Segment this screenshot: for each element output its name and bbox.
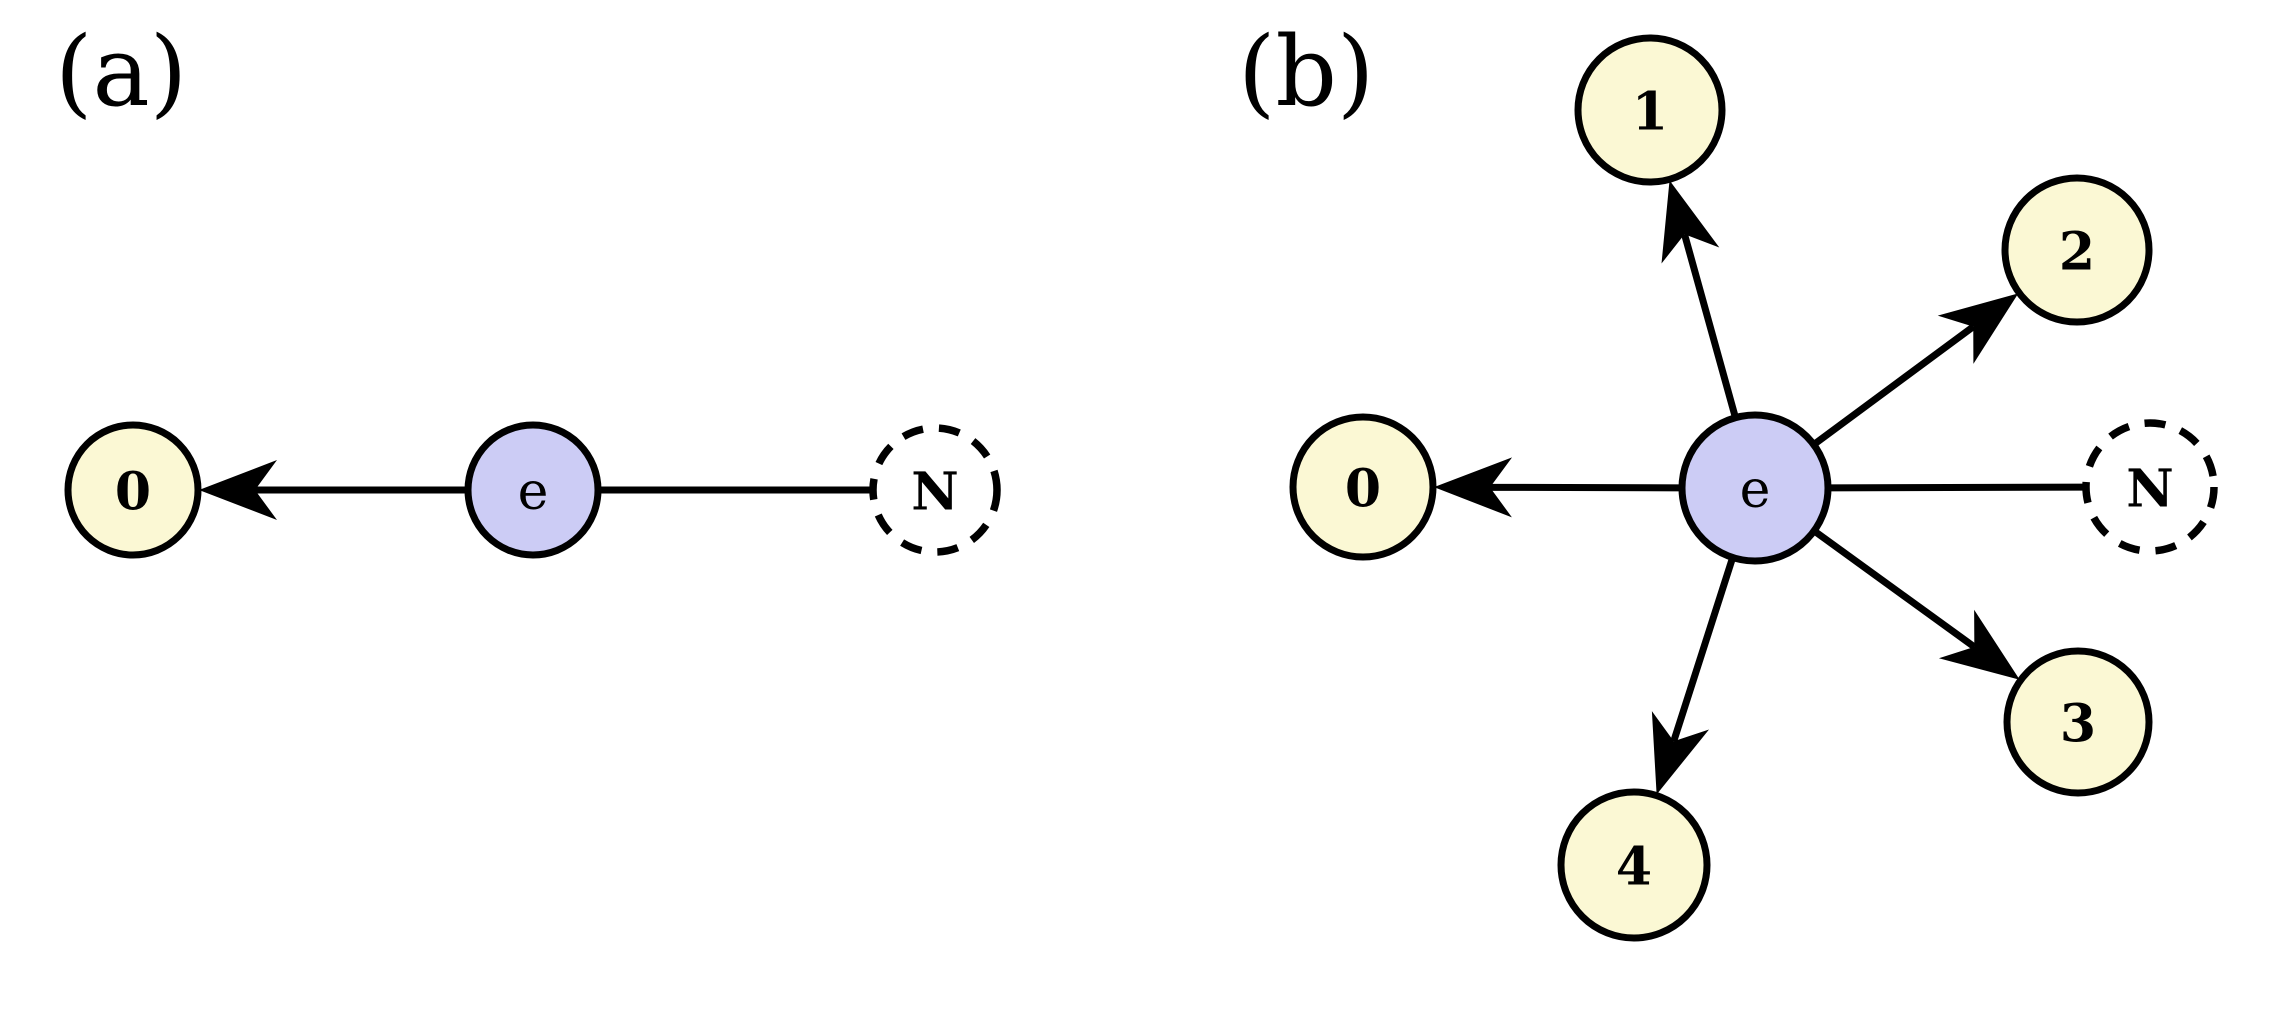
graph-node-2[interactable]: 2 [2001, 174, 2153, 326]
edge-line [1825, 483, 2086, 492]
edge-arrowhead [1661, 180, 1720, 264]
graph-node-e[interactable]: e [464, 421, 602, 559]
graph-node-3[interactable]: 3 [2003, 647, 2153, 797]
node-label: 3 [2060, 694, 2096, 755]
edge-arrowhead [1651, 711, 1710, 795]
panel-label-a: (a) [55, 16, 187, 128]
graph-node-1[interactable]: 1 [1574, 34, 1726, 186]
edge-arrowhead [1433, 457, 1513, 518]
panel-label-b: (b) [1238, 16, 1374, 128]
node-label: 4 [1616, 837, 1652, 898]
node-label: e [518, 462, 549, 522]
node-circle-dashed [2082, 419, 2218, 555]
node-label: N [2126, 459, 2174, 520]
edge-line [1810, 526, 1977, 650]
graph-edge[interactable] [1825, 483, 2086, 492]
graph-node-4[interactable]: 4 [1557, 788, 1711, 942]
node-circle [1574, 34, 1726, 186]
node-circle [1557, 788, 1711, 942]
graph-edge[interactable] [1433, 457, 1685, 518]
nodes-layer: 0 e N 1 2 0 e N 3 4 [64, 34, 2218, 942]
graph-node-0[interactable]: 0 [64, 421, 202, 559]
node-circle [2001, 174, 2153, 326]
graph-node-n[interactable]: N [2082, 419, 2218, 555]
node-circle [1678, 411, 1832, 565]
node-circle-dashed [869, 424, 1001, 556]
node-circle [464, 421, 602, 559]
edges-layer [199, 180, 2086, 795]
graph-edge[interactable] [1810, 293, 2019, 449]
node-label: 0 [1345, 459, 1381, 520]
graph-edge[interactable] [1651, 554, 1737, 795]
node-label: 1 [1632, 82, 1668, 143]
edge-arrowhead [1937, 293, 2019, 364]
edge-line [1681, 233, 1740, 421]
graph-node-n[interactable]: N [869, 424, 1001, 556]
graph-node-0[interactable]: 0 [1289, 413, 1437, 561]
panel-labels-layer: (a) (b) [55, 16, 1374, 128]
graph-edge[interactable] [1661, 180, 1740, 421]
graph-node-e[interactable]: e [1678, 411, 1832, 565]
node-circle [1289, 413, 1437, 561]
graph-edge[interactable] [199, 460, 470, 520]
node-circle [2003, 647, 2153, 797]
node-label: 2 [2059, 222, 2095, 283]
node-circle [64, 421, 202, 559]
edge-line [1670, 554, 1737, 743]
edge-arrowhead [1938, 609, 2020, 680]
node-label: e [1740, 460, 1771, 520]
node-label: 0 [115, 462, 151, 523]
graph-edge[interactable] [1810, 526, 2020, 680]
node-label: N [911, 462, 959, 523]
edge-line [1810, 323, 1976, 449]
edge-arrowhead [199, 460, 277, 520]
